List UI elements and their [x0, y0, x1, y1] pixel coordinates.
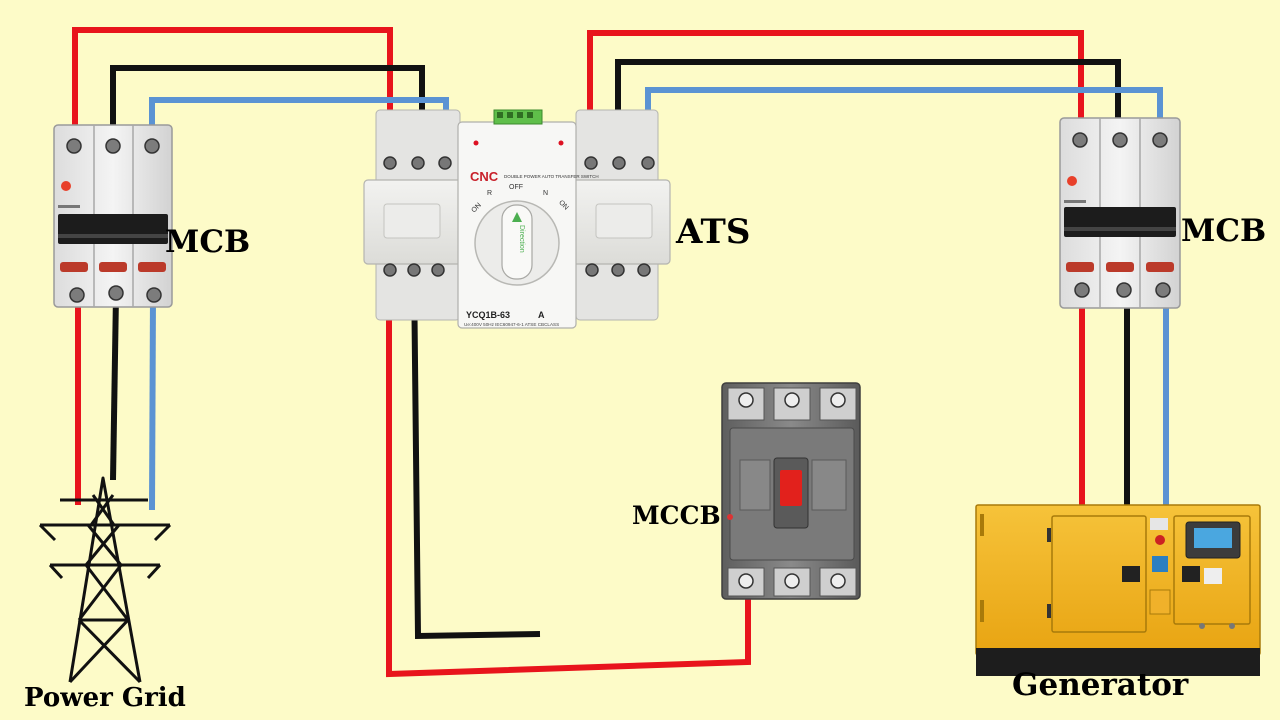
ats-device: CNC DOUBLE POWER AUTO TRANSFER SWITCH ON… [363, 109, 671, 329]
ats-handle-text: Direction [518, 225, 525, 253]
wire-gen-neutral-to-ats [615, 59, 1121, 160]
mcb-left [53, 124, 173, 308]
ats-label: ATS [676, 212, 751, 252]
mcb-right-label: MCB [1181, 213, 1267, 249]
power-grid-label: Power Grid [24, 683, 186, 713]
ats-brand: CNC [470, 169, 499, 184]
ats-off-label: OFF [509, 184, 523, 191]
mccb-label: MCCB [632, 501, 721, 530]
wire-output-phase [386, 270, 751, 678]
ats-model: YCQ1B-63 [466, 310, 510, 320]
generator-device [975, 504, 1261, 676]
transmission-tower-icon [38, 476, 172, 684]
ats-model-suffix: A [538, 310, 545, 320]
wire-grid-phase-to-ats [72, 27, 393, 160]
mcb-left-label: MCB [165, 224, 251, 260]
wire-grid-neutral-down [110, 294, 119, 481]
ats-r-label: R [487, 190, 492, 197]
wire-output-neutral [411, 269, 541, 640]
wire-grid-earth-down [149, 294, 156, 511]
wire-gen-phase-to-ats [587, 30, 1084, 160]
generator-label: Generator [1012, 667, 1189, 703]
mccb-device [721, 382, 861, 600]
ats-ratings: Ue:400V 50Hz IEC60947-6-1 ATSE CBCLASS [464, 322, 559, 327]
mcb-right [1059, 117, 1181, 309]
ats-n-label: N [543, 190, 548, 197]
ats-subtitle: DOUBLE POWER AUTO TRANSFER SWITCH [504, 174, 599, 179]
